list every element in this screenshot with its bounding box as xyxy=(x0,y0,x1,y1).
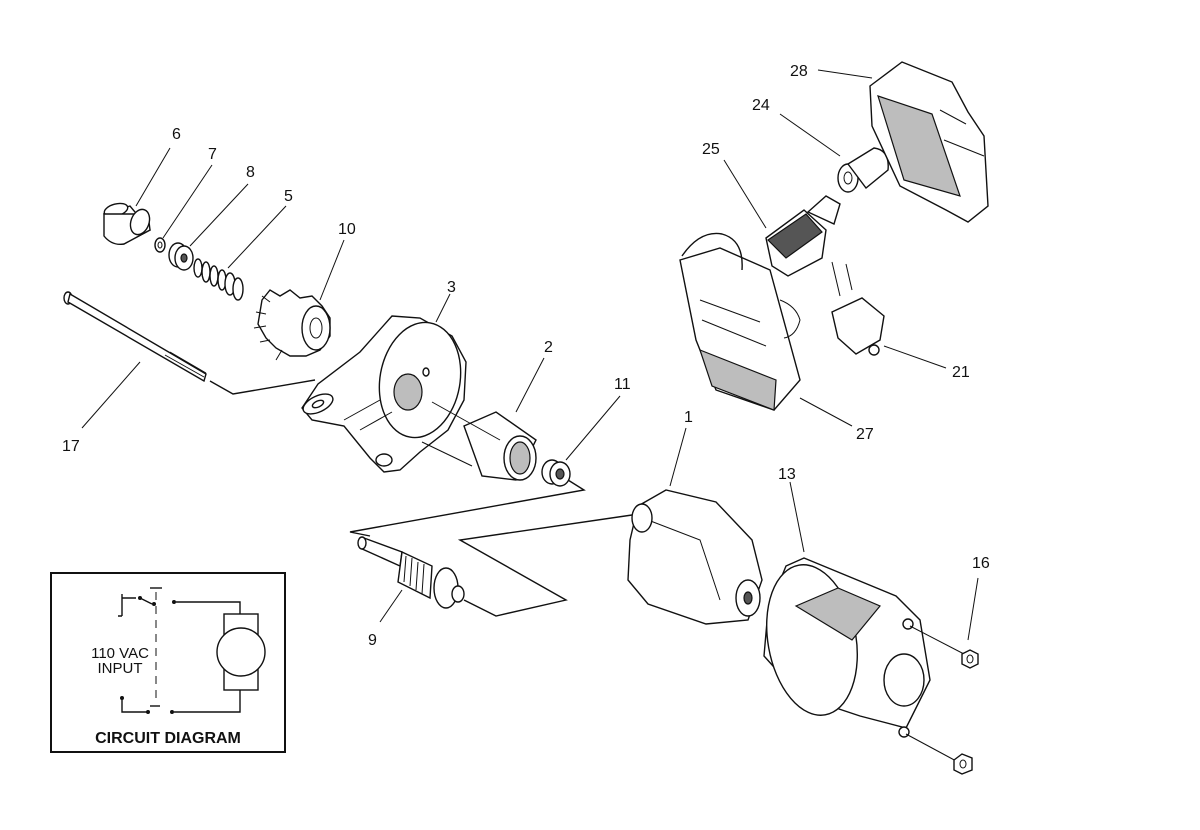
part-7-washer xyxy=(154,237,166,253)
part-16-nuts xyxy=(953,649,979,775)
callout-3: 3 xyxy=(447,279,456,296)
part-8-spacer xyxy=(168,242,194,271)
part-24-lamp xyxy=(837,147,889,193)
part-25-switch xyxy=(765,195,841,277)
callout-6: 6 xyxy=(172,126,181,143)
part-21-plug xyxy=(831,261,885,356)
part-11-bearing xyxy=(349,459,586,537)
input-label-line1: 110 VAC xyxy=(91,645,149,662)
callout-28: 28 xyxy=(790,63,808,80)
callout-numbers: 6 7 8 5 10 3 2 11 1 13 16 17 9 21 24 25 … xyxy=(62,63,990,649)
callout-16: 16 xyxy=(972,555,990,572)
callout-13: 13 xyxy=(778,466,796,483)
part-28-cover-plate xyxy=(869,61,989,223)
circuit-diagram-box: 110 VAC INPUT CIRCUIT DIAGRAM xyxy=(50,572,286,753)
callout-11: 11 xyxy=(614,376,631,393)
part-9-armature-shaft xyxy=(357,514,633,617)
part-6-bushing xyxy=(102,202,152,246)
callout-27: 27 xyxy=(856,426,874,443)
callout-2: 2 xyxy=(544,339,553,356)
part-5-spring xyxy=(193,258,244,301)
part-10-pinion-gear xyxy=(253,289,331,361)
input-label: 110 VAC INPUT xyxy=(70,646,170,676)
callout-9: 9 xyxy=(368,632,377,649)
callout-5: 5 xyxy=(284,188,293,205)
leader-lines xyxy=(81,69,979,641)
callout-17: 17 xyxy=(62,438,80,455)
part-17-through-bolt xyxy=(63,291,316,395)
callout-8: 8 xyxy=(246,164,255,181)
part-27-switch-housing xyxy=(679,232,801,411)
callout-10: 10 xyxy=(338,221,356,238)
circuit-schematic xyxy=(118,587,266,714)
callout-21: 21 xyxy=(952,364,970,381)
callout-7: 7 xyxy=(208,146,217,163)
part-1-gear-housing xyxy=(627,489,763,625)
callout-24: 24 xyxy=(752,97,770,114)
callout-1: 1 xyxy=(684,409,693,426)
part-3-drive-housing xyxy=(301,315,467,473)
callout-25: 25 xyxy=(702,141,720,158)
input-label-line2: INPUT xyxy=(97,660,143,677)
part-2-sleeve xyxy=(421,401,537,481)
part-13-motor-frame xyxy=(763,557,965,763)
circuit-diagram-title: CIRCUIT DIAGRAM xyxy=(95,730,241,747)
